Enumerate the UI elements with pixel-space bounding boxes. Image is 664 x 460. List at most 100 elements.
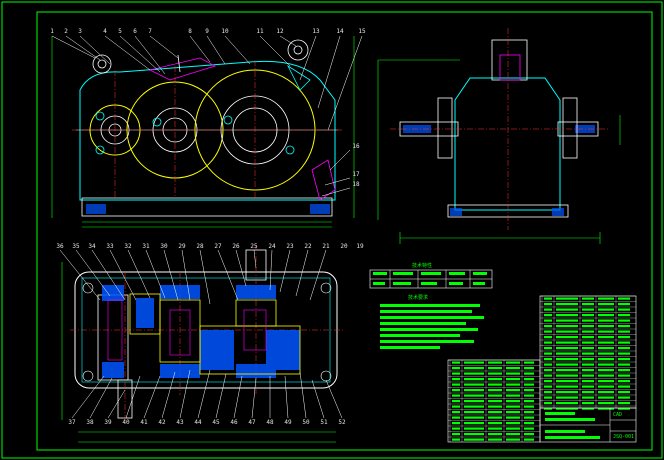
parts-row-text: [618, 352, 630, 355]
parts-row-text: [452, 383, 460, 386]
parts-row-text: [556, 363, 578, 366]
part-number-label: 22: [304, 243, 312, 250]
parts-row-text: [556, 407, 578, 410]
parts-row-text: [582, 308, 594, 311]
parts-row-text: [598, 325, 614, 328]
part-number-label: 12: [276, 28, 284, 35]
parts-row-text: [488, 422, 502, 425]
parts-row-text: [464, 394, 484, 397]
parts-row-text: [506, 405, 520, 408]
part-number-label: 7: [148, 28, 152, 35]
part-number-label: 32: [124, 243, 132, 250]
parts-row-text: [598, 402, 614, 405]
parts-row-text: [582, 380, 594, 383]
part-number-label: 49: [284, 419, 292, 426]
part-number-label: 23: [286, 243, 294, 250]
parts-row-text: [452, 438, 460, 441]
parts-row-text: [452, 405, 460, 408]
parts-row-text: [506, 427, 520, 430]
parts-row-text: [618, 330, 630, 333]
parts-row-text: [506, 383, 520, 386]
part-number-label: 3: [78, 28, 82, 35]
parts-row-text: [598, 358, 614, 361]
parts-row-text: [618, 308, 630, 311]
parts-row-text: [488, 394, 502, 397]
part-number-label: 16: [352, 143, 360, 150]
parts-row-text: [598, 374, 614, 377]
parts-row-text: [598, 385, 614, 388]
parts-row-text: [488, 389, 502, 392]
parts-row-text: [524, 433, 534, 436]
parts-row-text: [544, 341, 552, 344]
parts-row-text: [464, 378, 484, 381]
parts-row-text: [488, 383, 502, 386]
part-number-label: 2: [64, 28, 68, 35]
part-number-label: 40: [122, 419, 130, 426]
parts-row-text: [464, 416, 484, 419]
parts-row-text: [618, 336, 630, 339]
parts-row-text: [544, 396, 552, 399]
title-company: CAD: [613, 412, 622, 418]
parts-row-text: [506, 433, 520, 436]
parts-row-text: [544, 358, 552, 361]
parts-row-text: [582, 330, 594, 333]
parts-row-text: [488, 411, 502, 414]
parts-row-text: [556, 347, 578, 350]
parts-row-text: [582, 374, 594, 377]
parts-row-text: [524, 367, 534, 370]
parts-row-text: [618, 385, 630, 388]
parts-row-text: [452, 433, 460, 436]
parts-row-text: [598, 319, 614, 322]
part-number-label: 19: [356, 243, 364, 250]
part-number-label: 46: [230, 419, 238, 426]
parts-row-text: [618, 402, 630, 405]
parts-row-text: [544, 314, 552, 317]
parts-row-text: [464, 383, 484, 386]
parts-row-text: [544, 374, 552, 377]
parts-list: [447, 295, 637, 443]
parts-row-text: [556, 369, 578, 372]
parts-row-text: [524, 405, 534, 408]
parts-row-text: [598, 347, 614, 350]
part-number-label: 25: [250, 243, 258, 250]
parts-row-text: [524, 361, 534, 364]
parts-row-text: [618, 358, 630, 361]
part-number-label: 35: [72, 243, 80, 250]
parts-row-text: [488, 400, 502, 403]
parts-row-text: [506, 438, 520, 441]
plan-section-view: [59, 245, 345, 443]
tech-req-title: 技术要求: [408, 294, 428, 301]
parts-row-text: [618, 347, 630, 350]
parts-row-text: [544, 363, 552, 366]
tech-spec-title: 技术特性: [412, 262, 432, 269]
part-number-label: 18: [352, 181, 360, 188]
inner-frame: [36, 11, 653, 451]
parts-row-text: [598, 363, 614, 366]
part-number-label: 44: [194, 419, 202, 426]
part-number-label: 30: [160, 243, 168, 250]
part-number-label: 39: [104, 419, 112, 426]
parts-row-text: [582, 303, 594, 306]
parts-row-text: [452, 427, 460, 430]
part-number-label: 13: [312, 28, 320, 35]
parts-row-text: [618, 341, 630, 344]
parts-row-text: [544, 319, 552, 322]
parts-row-text: [544, 325, 552, 328]
parts-row-text: [618, 314, 630, 317]
side-elevation-view: [377, 28, 621, 244]
parts-row-text: [582, 369, 594, 372]
parts-row-text: [556, 325, 578, 328]
parts-row-text: [618, 303, 630, 306]
parts-row-text: [488, 372, 502, 375]
parts-row-text: [544, 330, 552, 333]
parts-row-text: [598, 352, 614, 355]
parts-row-text: [524, 438, 534, 441]
part-number-label: 21: [322, 243, 330, 250]
parts-row-text: [452, 372, 460, 375]
title-block: CAD JSQ-001: [539, 407, 637, 443]
parts-row-text: [488, 427, 502, 430]
part-number-label: 48: [266, 419, 274, 426]
parts-row-text: [598, 396, 614, 399]
